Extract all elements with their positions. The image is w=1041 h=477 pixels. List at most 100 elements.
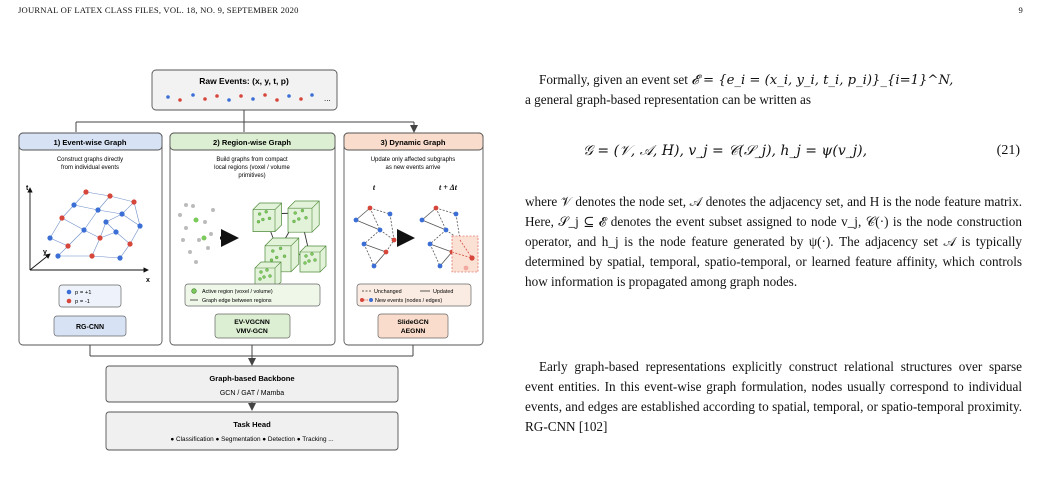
raw-event-dot	[178, 98, 182, 102]
voxel-point	[262, 275, 266, 279]
voxel-point	[293, 211, 297, 215]
p1-text-a: Formally, given an event set	[539, 72, 692, 87]
dynamic-node	[437, 263, 443, 269]
journal-title: JOURNAL OF LATEX CLASS FILES, VOL. 18, N…	[18, 5, 299, 15]
active-point	[201, 235, 207, 241]
raw-event-dot	[310, 93, 314, 97]
event-edge	[85, 191, 111, 197]
paragraph-2: where 𝒱 denotes the node set, 𝒜 denotes …	[525, 194, 1022, 289]
dynamic-edge	[363, 243, 375, 267]
dynamic-edge	[355, 207, 371, 221]
dynamic-edge	[421, 219, 447, 231]
voxel-point	[303, 261, 307, 265]
bottom-connectors	[89, 345, 414, 357]
dynamic-node	[427, 241, 433, 247]
raw-scatter-point	[191, 204, 195, 208]
paragraph-1: Formally, given an event set 𝓔 = {e_i = …	[525, 70, 1022, 91]
task-head-items: ● Classification ● Segmentation ● Detect…	[170, 436, 333, 443]
event-edge	[83, 229, 101, 239]
voxel-point	[313, 258, 317, 262]
top-arrowheads	[75, 128, 414, 132]
panel2-desc3: primitives)	[238, 173, 265, 179]
event-node	[119, 211, 125, 217]
raw-scatter-point	[209, 232, 213, 236]
equation-21: 𝒢 = (𝒱, 𝒜, H), v_j = 𝒞(𝒮_j), h_j = ψ(v_j…	[525, 141, 1022, 165]
voxel-edge	[300, 245, 327, 272]
raw-events-title: Raw Events: (x, y, t, p)	[199, 76, 289, 86]
dynamic-edge	[373, 251, 387, 267]
event-node	[131, 199, 137, 205]
event-node	[113, 229, 119, 235]
event-edge	[105, 213, 123, 223]
event-node	[55, 253, 61, 259]
raw-scatter-point	[211, 208, 215, 212]
voxel-point	[304, 216, 308, 220]
event-edge	[115, 231, 131, 245]
raw-event-dot	[275, 98, 279, 102]
event-edge	[119, 243, 131, 259]
method-aegnn: AEGNN	[401, 328, 426, 335]
voxel-point	[264, 210, 268, 214]
event-node	[97, 235, 103, 241]
raw-event-dot	[239, 94, 243, 98]
panel1-desc2: from individual events	[61, 165, 119, 171]
event-node	[65, 243, 71, 249]
raw-scatter-point	[194, 260, 198, 264]
p1-math: 𝓔 = {e_i = (x_i, y_i, t_i, p_i)}_{i=1}^N…	[691, 73, 954, 88]
legend-unchanged: Unchanged	[374, 289, 402, 295]
event-node	[47, 235, 53, 241]
dynamic-edge	[369, 207, 381, 231]
event-edge	[99, 221, 107, 239]
dynamic-edge	[389, 213, 395, 241]
dyn-tdt-label: t + Δt	[439, 183, 458, 192]
panel-dynamic-graph: 3) Dynamic Graph Update only affected su…	[343, 132, 484, 346]
dynamic-node	[419, 217, 425, 223]
raw-scatter-point	[184, 226, 188, 230]
voxel-point	[258, 277, 262, 281]
event-node	[137, 223, 143, 229]
event-node	[89, 253, 95, 259]
voxel-point	[310, 252, 314, 256]
region-graph-drawing	[178, 200, 327, 289]
backbone-box: Graph-based Backbone GCN / GAT / Mamba	[105, 365, 399, 403]
event-edge	[91, 237, 101, 257]
event-edge	[61, 217, 85, 231]
raw-event-dot	[203, 97, 207, 101]
raw-scatter-point	[206, 246, 210, 250]
voxel-edge	[253, 202, 282, 232]
voxel-point	[307, 259, 311, 263]
event-node	[107, 193, 113, 199]
raw-events-box: Raw Events: (x, y, t, p) ...	[151, 69, 338, 111]
raw-event-dot	[227, 98, 231, 102]
new-event-node	[463, 265, 469, 271]
equation-number: (21)	[996, 143, 1020, 158]
raw-event-dot	[287, 94, 291, 98]
event-edge	[67, 229, 85, 247]
legend-graph-edge: Graph edge between regions	[202, 298, 272, 304]
legend-pos: p = +1	[75, 290, 91, 296]
event-edge	[133, 201, 141, 227]
dynamic-edge	[385, 239, 395, 253]
dynamic-node	[453, 211, 459, 217]
equation-body: 𝒢 = (𝒱, 𝒜, H), v_j = 𝒞(𝒮_j), h_j = ψ(v_j…	[583, 143, 868, 159]
voxel-point	[261, 217, 265, 222]
dynamic-edge	[455, 213, 461, 241]
panel3-desc2: as new events arrive	[385, 165, 441, 171]
event-graph-drawing	[47, 189, 143, 261]
voxel-point	[304, 254, 308, 258]
dynamic-node	[377, 227, 383, 233]
panel2-desc2: local regions (voxel / volume	[214, 165, 290, 171]
voxel-cube	[299, 245, 327, 273]
dynamic-edge	[439, 251, 453, 267]
event-edge	[73, 191, 87, 206]
voxel-point	[257, 212, 262, 216]
event-edge	[129, 225, 141, 245]
legend-new-events: New events (nodes / edges)	[375, 298, 442, 304]
new-event-node	[469, 255, 475, 261]
dynamic-node	[387, 211, 393, 217]
voxel-point	[278, 246, 283, 251]
voxel-point	[271, 249, 275, 253]
event-node	[71, 202, 77, 208]
method-slidegcn: SlideGCN	[397, 319, 428, 326]
event-node	[103, 219, 109, 225]
